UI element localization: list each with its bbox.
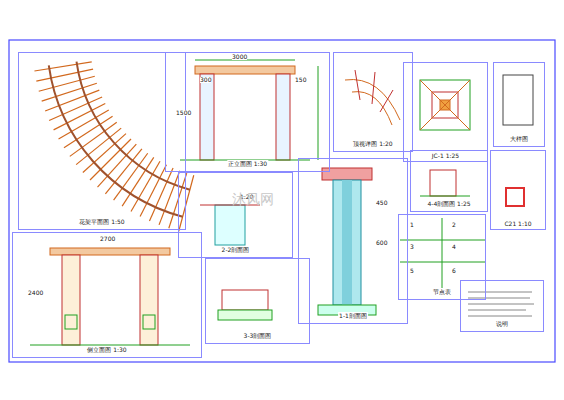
callout-number: 3 bbox=[410, 244, 414, 250]
sheet-border bbox=[9, 40, 555, 362]
drawing-panel: 花架平面图 1:50 bbox=[18, 52, 186, 230]
dimension: 3000 bbox=[232, 54, 247, 60]
beam bbox=[179, 175, 194, 231]
panel-title: 1-1剖面图 bbox=[338, 312, 368, 321]
dimension: 2400 bbox=[28, 290, 43, 296]
beam bbox=[34, 62, 91, 71]
arc-beam bbox=[77, 62, 190, 190]
beam bbox=[83, 134, 126, 173]
detail-box bbox=[503, 75, 533, 125]
callout-number: 4 bbox=[452, 244, 456, 250]
watermark: 沐风网 bbox=[232, 192, 274, 206]
arc-beam bbox=[49, 65, 183, 216]
drawing-panel: 2-2剖面图 bbox=[178, 172, 293, 258]
dimension: 450 bbox=[376, 200, 387, 206]
node-table bbox=[400, 218, 485, 296]
panel-title: 节点表 bbox=[432, 288, 452, 297]
beam bbox=[105, 149, 142, 194]
beam bbox=[36, 69, 93, 81]
panel-title: 4-4剖面图 1:25 bbox=[426, 200, 471, 209]
note-lines bbox=[468, 292, 534, 316]
drawing-panel: 说明 bbox=[460, 280, 544, 332]
footing-plan bbox=[420, 80, 470, 130]
callout-number: 5 bbox=[410, 268, 414, 274]
dimension: 150 bbox=[295, 77, 306, 83]
beam bbox=[90, 139, 131, 180]
panel-title: 3-3剖面图 bbox=[243, 332, 273, 341]
drawing-panel: 顶视详图 1:20 bbox=[333, 52, 413, 152]
drawing-panel: 3-3剖面图 bbox=[205, 258, 310, 344]
section-4 bbox=[420, 170, 470, 196]
beam bbox=[98, 144, 137, 187]
panel-title: 2-2剖面图 bbox=[221, 246, 251, 255]
drawing-panel: JC-1 1:25 bbox=[403, 62, 488, 162]
panel-title: 说明 bbox=[495, 320, 509, 329]
callout-number: 1 bbox=[410, 222, 414, 228]
panel-title: 顶视详图 1:20 bbox=[352, 140, 393, 149]
section-2 bbox=[200, 205, 260, 245]
panel-title: 大样图 bbox=[509, 135, 529, 144]
drawing-panel: C21 1:10 bbox=[490, 150, 546, 230]
dimension: 1500 bbox=[176, 110, 191, 116]
side-elevation bbox=[30, 248, 190, 345]
c21-section bbox=[506, 188, 524, 206]
panel-title: 花架平面图 1:50 bbox=[78, 218, 125, 227]
dimension: 600 bbox=[376, 240, 387, 246]
callout-number: 6 bbox=[452, 268, 456, 274]
dimension: 2700 bbox=[100, 236, 115, 242]
drawing-panel: 大样图 bbox=[493, 62, 545, 147]
front-elevation bbox=[180, 60, 318, 160]
panel-title: 正立面图 1:30 bbox=[227, 160, 268, 169]
column-section bbox=[318, 168, 376, 315]
panel-title: 侧立面图 1:30 bbox=[86, 346, 127, 355]
drawing-panel: 1-1剖面图 bbox=[298, 158, 408, 324]
panel-title: JC-1 1:25 bbox=[431, 152, 460, 159]
panel-title: C21 1:10 bbox=[503, 220, 532, 227]
drawing-panel: 4-4剖面图 1:25 bbox=[410, 150, 488, 212]
dimension: 300 bbox=[200, 77, 211, 83]
section-3 bbox=[218, 290, 272, 320]
arc-detail bbox=[345, 70, 400, 125]
beam bbox=[42, 83, 97, 101]
callout-number: 2 bbox=[452, 222, 456, 228]
plan-arc bbox=[34, 62, 193, 232]
